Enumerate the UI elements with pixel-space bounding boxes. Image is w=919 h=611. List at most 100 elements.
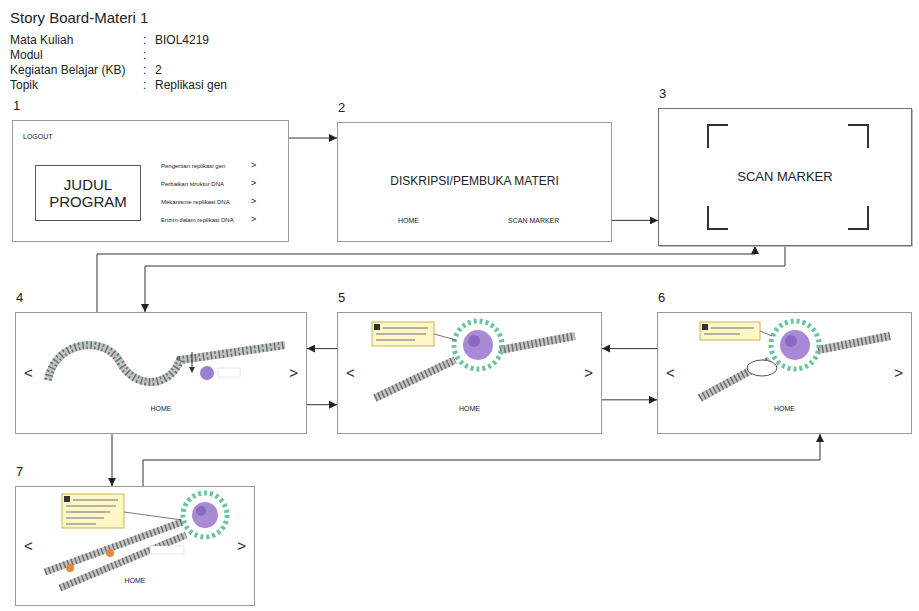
callout-marker	[374, 324, 380, 330]
enzyme-core	[785, 335, 797, 347]
flow-arrow	[307, 348, 337, 349]
callout-marker	[64, 496, 70, 502]
bracket	[848, 125, 868, 148]
storyboard-frame: 4<>HOME	[15, 312, 307, 434]
callout-lines	[376, 328, 428, 340]
protein-ring	[454, 321, 502, 369]
menu-arrow: >	[251, 178, 256, 188]
flow-arrow	[612, 220, 658, 221]
enzyme-blob	[780, 330, 810, 360]
enzyme-core	[196, 506, 206, 516]
enzyme-blob	[200, 366, 214, 380]
dna-rungs	[45, 522, 186, 588]
flow-arrow	[307, 404, 337, 405]
flow-arrow	[112, 434, 113, 486]
replication-bubble	[747, 360, 777, 376]
nav-next: >	[289, 364, 298, 381]
home-button: HOME	[16, 405, 306, 413]
info-label: Topik	[10, 79, 38, 93]
dna-dots	[48, 345, 285, 382]
nav-next: >	[237, 537, 246, 554]
frame-number: 4	[16, 291, 23, 306]
bracket	[848, 206, 868, 229]
info-label: BIOL4219	[155, 34, 209, 48]
primer-dot	[106, 549, 114, 557]
dna-illustration	[48, 345, 285, 382]
leader-line	[124, 512, 182, 520]
callout-marker	[702, 324, 708, 330]
menu-arrow: >	[251, 196, 256, 206]
home-button: HOME	[398, 217, 419, 225]
nav-next: >	[584, 364, 593, 381]
storyboard-frame: JUDUL PROGRAM1LOGOUTPengertian replikasi…	[12, 120, 289, 242]
mini-callout	[150, 546, 184, 554]
callout-lines	[704, 328, 754, 334]
dna-illustration	[372, 321, 575, 398]
menu-item: Mekanisme replikasi DNA	[161, 199, 230, 206]
callout-lines	[66, 500, 118, 524]
frame-number: 2	[338, 101, 345, 116]
enzyme-core	[468, 335, 480, 347]
dna-rungs	[48, 345, 285, 382]
storyboard-frame: 7<>HOME	[15, 486, 255, 606]
frame-number: 7	[16, 465, 23, 480]
enzyme-blob	[192, 502, 218, 528]
mini-callout	[218, 368, 240, 377]
leader-line	[434, 334, 456, 340]
bracket	[708, 125, 728, 148]
menu-arrow: >	[251, 160, 256, 170]
flow-arrow	[97, 246, 755, 312]
description-heading: DISKRIPSI/PEMBUKA MATERI	[338, 175, 611, 189]
dna-illustration	[45, 493, 227, 588]
bracket	[708, 206, 728, 229]
info-label: Kegiatan Belajar (KB)	[10, 64, 125, 78]
storyboard-frame: 3SCAN MARKER	[658, 108, 912, 246]
primer-dot	[66, 564, 74, 572]
nav-prev: <	[24, 364, 33, 381]
title-box: JUDUL PROGRAM	[35, 165, 141, 221]
storyboard-frame: 2DISKRIPSI/PEMBUKA MATERIHOMESCAN MARKER	[337, 122, 612, 242]
protein-ring	[183, 493, 227, 537]
program-title: JUDUL PROGRAM	[36, 176, 140, 211]
info-label: :	[143, 64, 146, 78]
frame-number: 6	[658, 291, 665, 306]
frame-number: 1	[13, 99, 20, 114]
nav-prev: <	[24, 537, 33, 554]
callout-box	[62, 494, 124, 528]
menu-arrow: >	[251, 214, 256, 224]
info-label: 2	[155, 64, 162, 78]
flow-arrow	[145, 246, 785, 312]
storyboard-frame: 6<>HOME	[657, 312, 912, 434]
menu-item: Perbaikan struktur DNA	[161, 181, 224, 188]
home-button: HOME	[338, 405, 601, 413]
home-button: HOME	[658, 405, 911, 413]
nav-next: >	[894, 364, 903, 381]
nav-prev: <	[346, 364, 355, 381]
pointer-head	[189, 367, 195, 373]
home-button: HOME	[16, 577, 254, 585]
callout-box	[700, 322, 760, 340]
flow-arrow	[143, 434, 820, 486]
enzyme-blob	[463, 330, 493, 360]
flow-arrow	[602, 348, 657, 349]
logout-button: LOGOUT	[23, 133, 53, 141]
info-label: :	[143, 34, 146, 48]
page-title: Story Board-Materi 1	[10, 9, 148, 26]
info-label: Replikasi gen	[155, 79, 227, 93]
flow-arrow	[289, 138, 337, 139]
flow-arrow	[602, 399, 657, 400]
info-label: :	[143, 79, 146, 93]
nav-prev: <	[666, 364, 675, 381]
info-label: Mata Kuliah	[10, 34, 73, 48]
dna-illustration	[700, 321, 890, 398]
storyboard-frame: 5<>HOME	[337, 312, 602, 434]
scan-marker-title: SCAN MARKER	[659, 170, 911, 185]
scan-marker-button: SCAN MARKER	[508, 217, 559, 225]
info-label: :	[143, 49, 146, 63]
frame-number: 5	[338, 291, 345, 306]
menu-item: Enzim dalam replikasi DNA	[161, 217, 234, 224]
dna-strand	[48, 345, 285, 382]
frame-number: 3	[659, 87, 666, 102]
